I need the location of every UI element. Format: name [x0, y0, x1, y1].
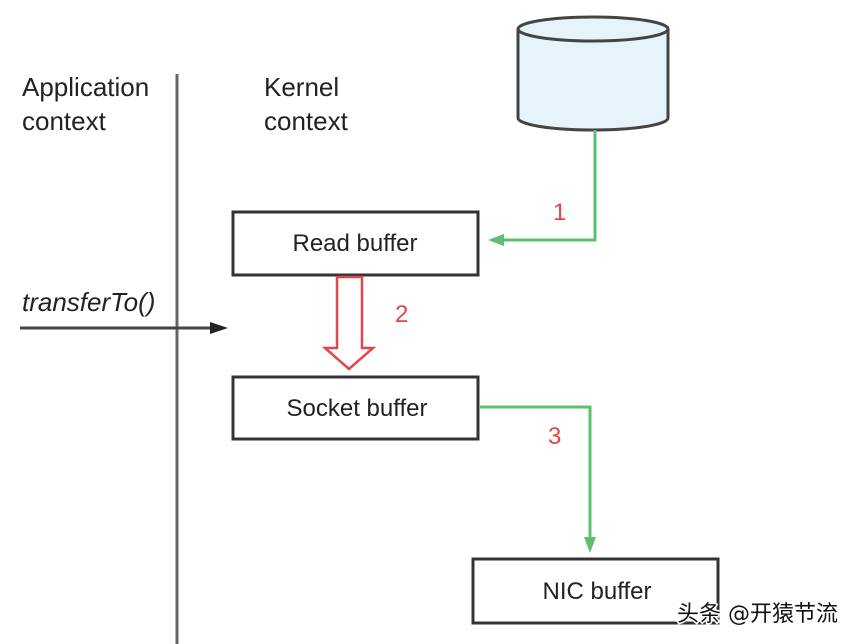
application-context-line2: context: [22, 106, 107, 136]
step-3-label: 3: [548, 423, 561, 450]
kernel-context-line2: context: [264, 106, 349, 136]
step-2-arrow: [321, 275, 377, 371]
nic-buffer-box: NIC buffer: [471, 557, 720, 625]
transfer-to-arrow: [20, 322, 228, 334]
socket-buffer-box: Socket buffer: [231, 375, 480, 441]
nic-buffer-label: NIC buffer: [543, 578, 652, 605]
read-buffer-box: Read buffer: [231, 210, 480, 277]
transfer-to-label: transferTo(): [22, 287, 155, 317]
application-context-line1: Application: [22, 72, 149, 102]
read-buffer-label: Read buffer: [293, 230, 418, 257]
watermark: 头条 @开猿节流: [677, 602, 838, 627]
step-3-arrow: [480, 405, 596, 553]
step-1-label: 1: [553, 199, 566, 226]
socket-buffer-label: Socket buffer: [287, 395, 428, 422]
step-2-label: 2: [395, 301, 408, 328]
disk-icon: [516, 15, 670, 132]
kernel-context-line1: Kernel: [264, 72, 339, 102]
step-1-arrow: [488, 130, 597, 246]
